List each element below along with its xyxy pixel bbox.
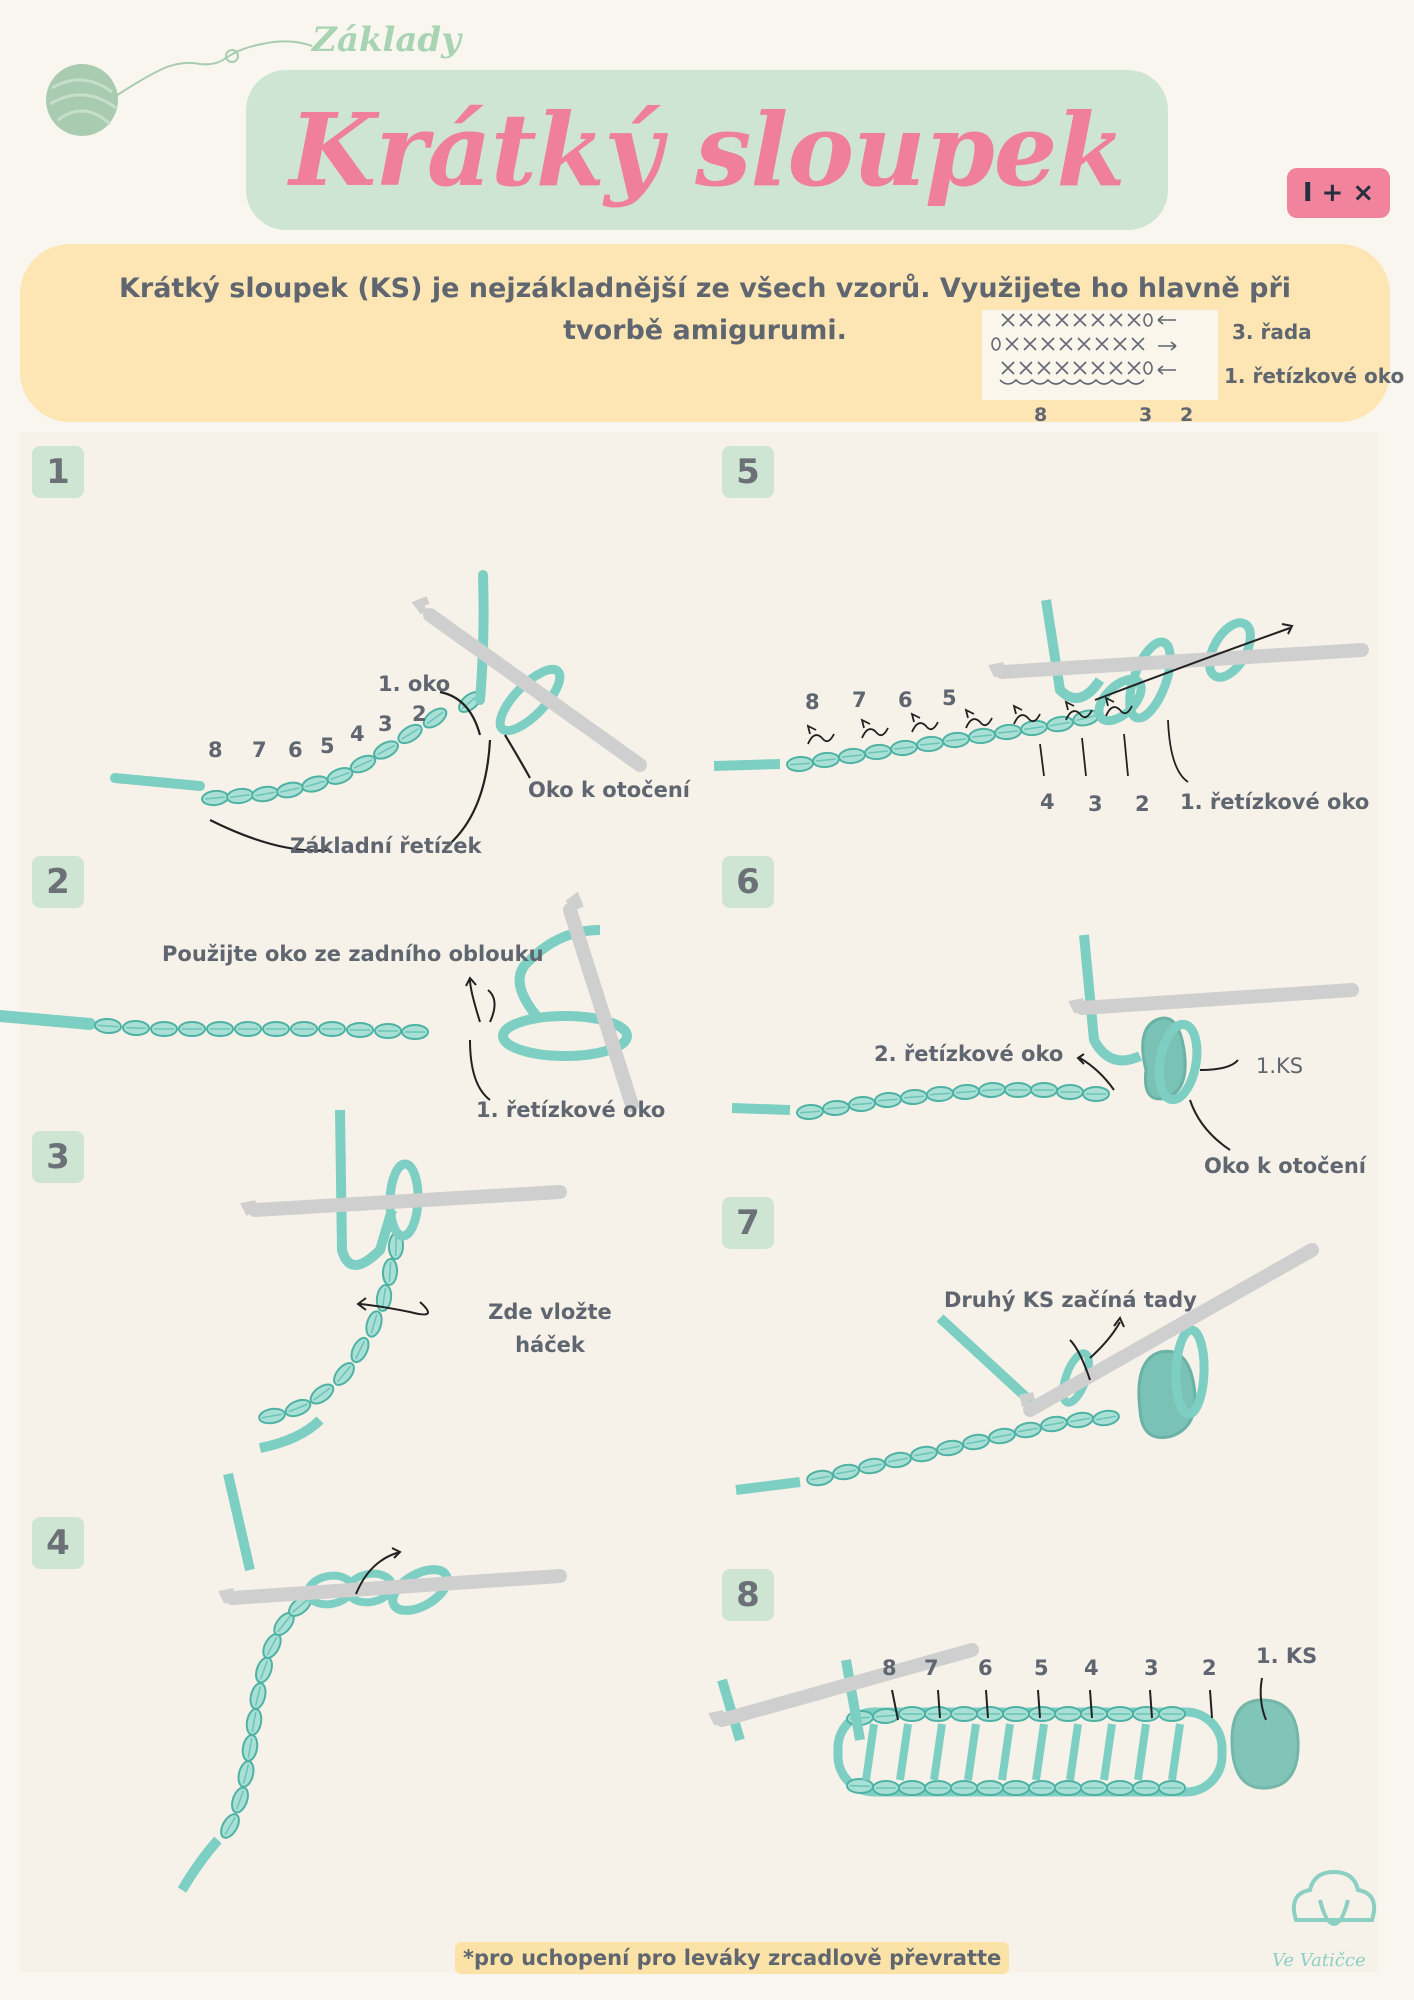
brand-logo <box>1291 1869 1377 1927</box>
intro-text: Krátký sloupek (KS) je nejzákladnější ze… <box>118 273 1292 346</box>
left-handed-note: *pro uchopení pro leváky zrcadlově převr… <box>455 1942 1010 1974</box>
step-7-badge: 7 <box>722 1197 774 1249</box>
step-2-badge: 2 <box>32 856 84 908</box>
stitch-num: 8 <box>208 738 223 762</box>
symbol-badge: I + × <box>1287 168 1390 218</box>
stitch-num: 3 <box>1088 792 1103 816</box>
label-first-sc: 1.KS <box>1256 1054 1304 1078</box>
stitch-num: 5 <box>1034 1656 1049 1680</box>
label-first-chain: 1. řetízkové oko <box>1180 790 1370 814</box>
stitch-num: 4 <box>1084 1656 1099 1680</box>
step-8-illustration <box>708 1643 1300 1797</box>
stitch-num: 3 <box>378 712 393 736</box>
step-8-badge: 8 <box>722 1569 774 1621</box>
label-foundation-chain: Základní řetízek <box>290 834 482 858</box>
stitch-num: 8 <box>805 690 820 714</box>
label-turning-chain: Oko k otočení <box>528 778 691 802</box>
step-3-illustration <box>240 1109 567 1453</box>
section-kicker: Základy <box>312 20 461 60</box>
page-title: Krátký sloupek <box>289 91 1125 209</box>
step-4-badge: 4 <box>32 1517 84 1569</box>
stitch-chart-icon <box>991 313 1177 385</box>
step-1-illustration <box>110 570 647 852</box>
stitch-num: 6 <box>288 738 303 762</box>
label-second-chain: 2. řetízkové oko <box>874 1042 1064 1066</box>
step-4-illustration <box>177 1472 567 1893</box>
stitch-num: 7 <box>252 738 267 762</box>
step-1-badge: 1 <box>32 446 84 498</box>
title-banner: Krátký sloupek <box>246 70 1168 230</box>
stitch-num: 7 <box>852 688 867 712</box>
step-3-badge: 3 <box>32 1131 84 1183</box>
label-first-sc: 1. KS <box>1256 1644 1318 1668</box>
step-6-badge: 6 <box>722 856 774 908</box>
stitch-num: 2 <box>1135 792 1150 816</box>
stitch-num: 5 <box>320 734 335 758</box>
label-first-stitch: 1. oko <box>378 672 451 696</box>
step-2-illustration <box>0 891 639 1112</box>
chart-num-2: 2 <box>1180 404 1194 426</box>
stitch-num: 6 <box>978 1656 993 1680</box>
stitch-num: 4 <box>350 722 365 746</box>
stitch-num: 3 <box>1144 1656 1159 1680</box>
stitch-num: 4 <box>1040 790 1055 814</box>
yarn-ball-decoration <box>46 40 313 136</box>
stitch-num: 5 <box>942 686 957 710</box>
step-6-illustration <box>731 934 1359 1151</box>
label-turning-chain: Oko k otočení <box>1204 1154 1367 1178</box>
label-insert-hook: Zde vložte háček <box>488 1300 612 1357</box>
step-5-badge: 5 <box>722 446 774 498</box>
chart-num-8: 8 <box>1034 404 1048 426</box>
chart-label-row1: 1. řetízkové oko <box>1224 364 1405 388</box>
stitch-num: 7 <box>924 1656 939 1680</box>
chart-num-3: 3 <box>1139 404 1153 426</box>
label-first-chain: 1. řetízkové oko <box>476 1098 666 1122</box>
label-second-sc-start: Druhý KS začíná tady <box>944 1288 1197 1312</box>
stitch-num: 8 <box>882 1656 897 1680</box>
stitch-num: 6 <box>898 688 913 712</box>
stitch-chart <box>982 310 1218 400</box>
stitch-num: 2 <box>412 702 427 726</box>
chart-label-row3: 3. řada <box>1232 320 1312 344</box>
step-7-illustration <box>735 1243 1319 1495</box>
stitch-num: 2 <box>1202 1656 1217 1680</box>
label-back-loop: Použijte oko ze zadního oblouku <box>162 942 544 966</box>
brand-name: Ve Vatičce <box>1272 1950 1366 1971</box>
step-5-illustration <box>713 599 1369 783</box>
